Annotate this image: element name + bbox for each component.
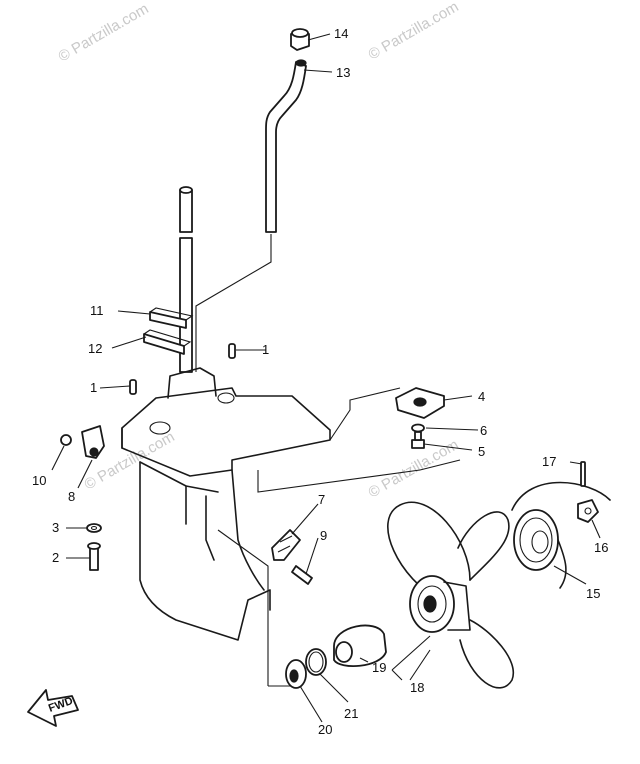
part-17-cotter-pin (580, 461, 586, 487)
callout-16: 16 (594, 540, 608, 555)
part-1-dowel-pin (228, 343, 236, 359)
forward-direction-arrow: FWD (27, 689, 79, 727)
callout-18: 18 (410, 680, 424, 695)
callout-7: 7 (318, 492, 325, 507)
part-15-thrust-washer (511, 481, 611, 589)
watermark: © Partzilla.com (56, 0, 152, 65)
callout-3: 3 (52, 520, 59, 535)
part-5-bolt (411, 431, 425, 449)
part-20-spacer (285, 659, 307, 689)
part-6-washer (411, 423, 425, 433)
callout-2: 2 (52, 550, 59, 565)
part-13-water-tube (265, 59, 307, 233)
callout-13: 13 (336, 65, 350, 80)
lower-casing (121, 367, 461, 687)
callout-20: 20 (318, 722, 332, 737)
part-2-bolt (87, 542, 101, 571)
part-14-cap (290, 28, 310, 51)
callout-11: 11 (90, 303, 104, 318)
part-7-bracket (271, 529, 301, 561)
drive-shaft (179, 186, 193, 373)
callout-17: 17 (542, 454, 556, 469)
part-8-clip (81, 425, 105, 459)
callout-5: 5 (478, 444, 485, 459)
callout-1: 1 (262, 342, 269, 357)
callout-9: 9 (320, 528, 327, 543)
callout-1: 1 (90, 380, 97, 395)
callout-14: 14 (334, 26, 348, 41)
callout-15: 15 (586, 586, 600, 601)
part-3-washer (86, 523, 102, 533)
part-19-bushing (333, 624, 387, 667)
callout-12: 12 (88, 341, 102, 356)
callout-10: 10 (32, 473, 46, 488)
callout-19: 19 (372, 660, 386, 675)
callout-6: 6 (480, 423, 487, 438)
callout-4: 4 (478, 389, 485, 404)
part-21-o-ring (305, 648, 327, 676)
callout-8: 8 (68, 489, 75, 504)
part-12-gasket (143, 329, 192, 355)
part-4-anode (395, 387, 445, 419)
part-11-plate (149, 307, 194, 329)
leader-lines (51, 33, 601, 723)
part-16-prop-nut (577, 499, 599, 523)
callout-21: 21 (344, 706, 358, 721)
part-18-propeller (387, 501, 515, 689)
watermark: © Partzilla.com (366, 0, 462, 63)
part-9-screw (291, 565, 313, 585)
callout-labels: 14 13 11 12 1 1 4 6 5 10 8 7 9 3 2 17 16… (32, 26, 608, 737)
part-10-nut (60, 434, 72, 446)
part-1-dowel-pin (129, 379, 137, 395)
